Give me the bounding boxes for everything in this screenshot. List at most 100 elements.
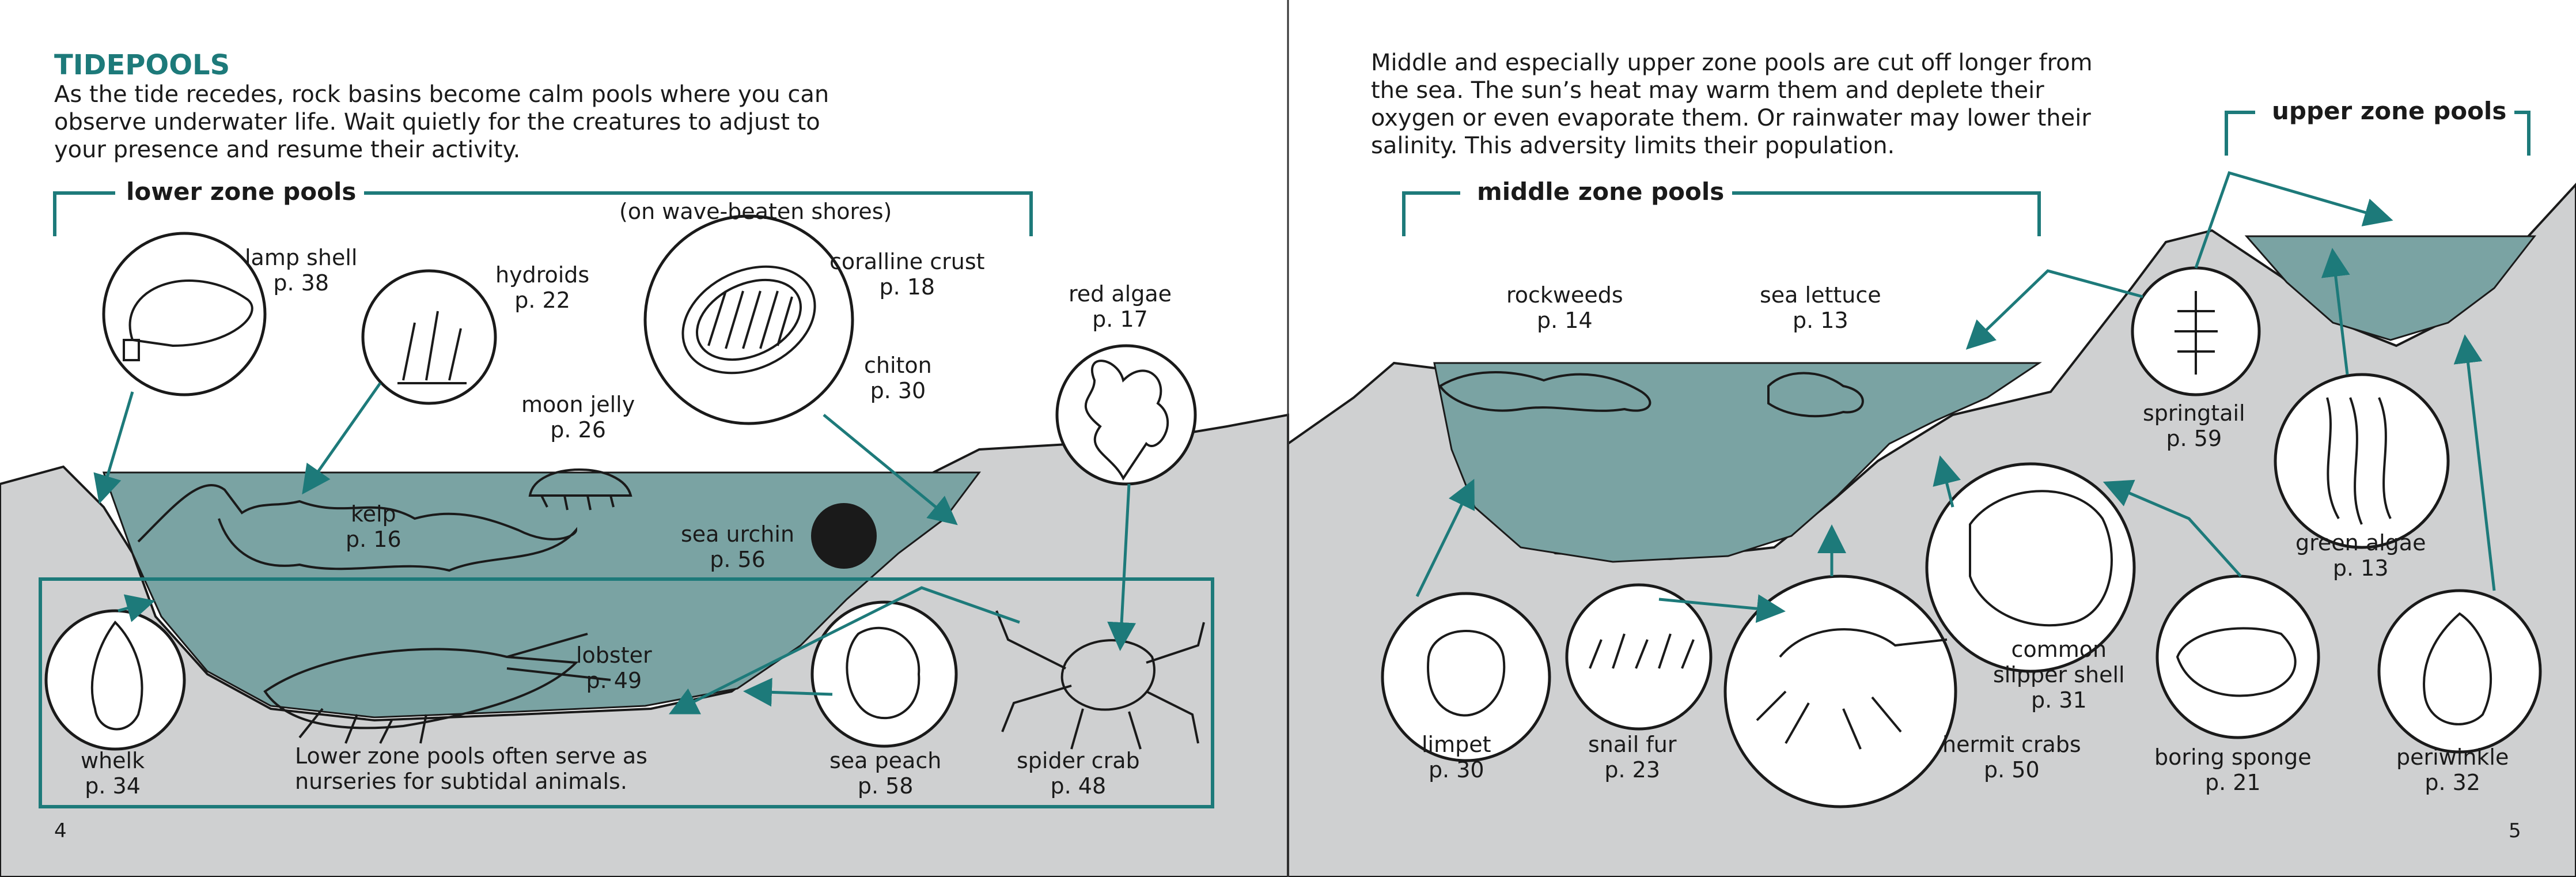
limpet-name: limpet xyxy=(1422,732,1491,757)
lower-zone-label: lower zone pools xyxy=(118,177,365,206)
slipper-shell-name-2: slipper shell xyxy=(1993,662,2125,687)
springtail-icon xyxy=(2175,291,2218,375)
lobster-page: p. 49 xyxy=(586,668,642,693)
chiton-name: chiton xyxy=(864,353,932,378)
upper-zone-water xyxy=(2244,235,2537,341)
slipper-shell-page: p. 31 xyxy=(2031,687,2087,713)
hydroids-circle xyxy=(361,269,497,405)
hydroids-icon xyxy=(397,311,467,384)
rockweeds-name: rockweeds xyxy=(1506,282,1623,308)
moon-jelly-page: p. 26 xyxy=(550,417,606,443)
limpet-icon xyxy=(1427,630,1506,717)
springtail-label: springtail p. 59 xyxy=(2143,400,2245,451)
middle-zone-label: middle zone pools xyxy=(1469,177,1733,206)
periwinkle-circle xyxy=(2377,589,2542,754)
nursery-note-line-2: nurseries for subtidal animals. xyxy=(295,769,627,794)
whelk-label: whelk p. 34 xyxy=(81,748,145,799)
zone-note: (on wave-beaten shores) xyxy=(619,199,892,224)
periwinkle-name: periwinkle xyxy=(2396,744,2509,770)
limpet-circle xyxy=(1381,592,1551,762)
lamp-shell-icon xyxy=(128,279,253,347)
upper-zone-label: upper zone pools xyxy=(2264,97,2515,125)
moon-jelly-icon xyxy=(528,468,632,511)
whelk-circle xyxy=(44,609,186,751)
limpet-label: limpet p. 30 xyxy=(1422,732,1491,783)
hermit-crab-icon xyxy=(1756,628,1948,750)
sea-peach-name: sea peach xyxy=(829,748,942,773)
boring-sponge-circle xyxy=(2155,574,2320,739)
green-algae-name: green algae xyxy=(2295,530,2426,555)
chiton-arrow xyxy=(823,414,958,526)
slipper-shell-icon xyxy=(1969,490,2113,627)
whelk-page: p. 34 xyxy=(85,773,141,799)
lobster-name: lobster xyxy=(576,642,652,668)
kelp-name: kelp xyxy=(350,501,396,527)
snail-fur-circle xyxy=(1565,583,1713,731)
lobster-label: lobster p. 49 xyxy=(576,642,652,693)
boring-sponge-icon xyxy=(2176,627,2297,697)
periwinkle-arrow xyxy=(2453,334,2496,591)
kelp-page: p. 16 xyxy=(346,527,401,552)
red-algae-name: red algae xyxy=(1069,281,1172,307)
hydroids-label: hydroids p. 22 xyxy=(495,262,589,313)
sea-lettuce-page: p. 13 xyxy=(1793,308,1848,333)
spider-crab-label: spider crab p. 48 xyxy=(1017,748,1140,799)
whelk-arrow xyxy=(118,594,156,622)
red-algae-page: p. 17 xyxy=(1092,307,1148,332)
sea-urchin-page: p. 56 xyxy=(710,547,766,572)
sea-peach-arrow xyxy=(743,678,833,707)
boring-sponge-name: boring sponge xyxy=(2154,744,2312,770)
red-algae-label: red algae p. 17 xyxy=(1069,281,1172,332)
green-algae-label: green algae p. 13 xyxy=(2295,530,2426,581)
green-algae-arrow xyxy=(2321,248,2350,375)
spider-crab-arrow xyxy=(669,586,1020,715)
sea-lettuce-label: sea lettuce p. 13 xyxy=(1760,282,1881,333)
rockweeds-page: p. 14 xyxy=(1537,308,1593,333)
upper-zone-arrow xyxy=(2194,171,2393,269)
snail-fur-icon xyxy=(1589,633,1695,669)
lamp-shell-name: lamp shell xyxy=(245,245,358,270)
hydroids-arrow xyxy=(302,382,382,495)
rockweeds-label: rockweeds p. 14 xyxy=(1506,282,1623,333)
sea-peach-label: sea peach p. 58 xyxy=(829,748,941,799)
nursery-note-line-1: Lower zone pools often serve as xyxy=(295,743,647,769)
periwinkle-icon xyxy=(2423,612,2492,725)
lamp-shell-label: lamp shell p. 38 xyxy=(245,245,357,296)
chiton-label: chiton p. 30 xyxy=(864,353,932,403)
hermit-crabs-page: p. 50 xyxy=(1984,757,2040,783)
whelk-name: whelk xyxy=(81,748,145,773)
lamp-shell-page: p. 38 xyxy=(273,270,329,296)
moon-jelly-label: moon jelly p. 26 xyxy=(521,392,635,443)
moon-jelly-name: moon jelly xyxy=(521,392,635,417)
spider-crab-icon xyxy=(995,610,1205,750)
red-algae-arrow xyxy=(1107,483,1137,651)
sea-peach-page: p. 58 xyxy=(857,773,914,799)
kelp-icon xyxy=(137,484,578,572)
lower-zone-bracket xyxy=(53,191,1033,236)
rockweeds-icon xyxy=(1438,371,1651,412)
periwinkle-page: p. 32 xyxy=(2425,770,2480,795)
chiton-icon xyxy=(681,265,816,375)
springtail-page: p. 59 xyxy=(2166,426,2222,451)
middle-zone-water xyxy=(1433,362,2042,563)
coralline-crust-name: coralline crust xyxy=(829,249,985,274)
sea-lettuce-name: sea lettuce xyxy=(1760,282,1881,308)
periwinkle-label: periwinkle p. 32 xyxy=(2396,744,2509,795)
slipper-shell-arrow xyxy=(1933,455,1961,508)
boring-sponge-label: boring sponge p. 21 xyxy=(2154,744,2312,795)
right-page-number: 5 xyxy=(2509,819,2521,842)
hydroids-name: hydroids xyxy=(495,262,590,288)
spider-crab-name: spider crab xyxy=(1017,748,1140,773)
whelk-icon xyxy=(90,620,143,731)
green-algae-circle xyxy=(2274,373,2450,549)
lamp-shell-circle xyxy=(102,232,267,396)
nursery-box xyxy=(39,577,1214,808)
green-algae-page: p. 13 xyxy=(2332,555,2389,581)
lobster-icon xyxy=(263,633,611,744)
snail-fur-name: snail fur xyxy=(1588,732,1677,757)
boring-sponge-arrow xyxy=(2103,479,2242,577)
limpet-arrow xyxy=(1415,479,1475,598)
page-title: TIDEPOOLS xyxy=(54,49,230,81)
sea-urchin-label: sea urchin p. 56 xyxy=(681,521,794,572)
boring-sponge-page: p. 21 xyxy=(2204,770,2261,795)
